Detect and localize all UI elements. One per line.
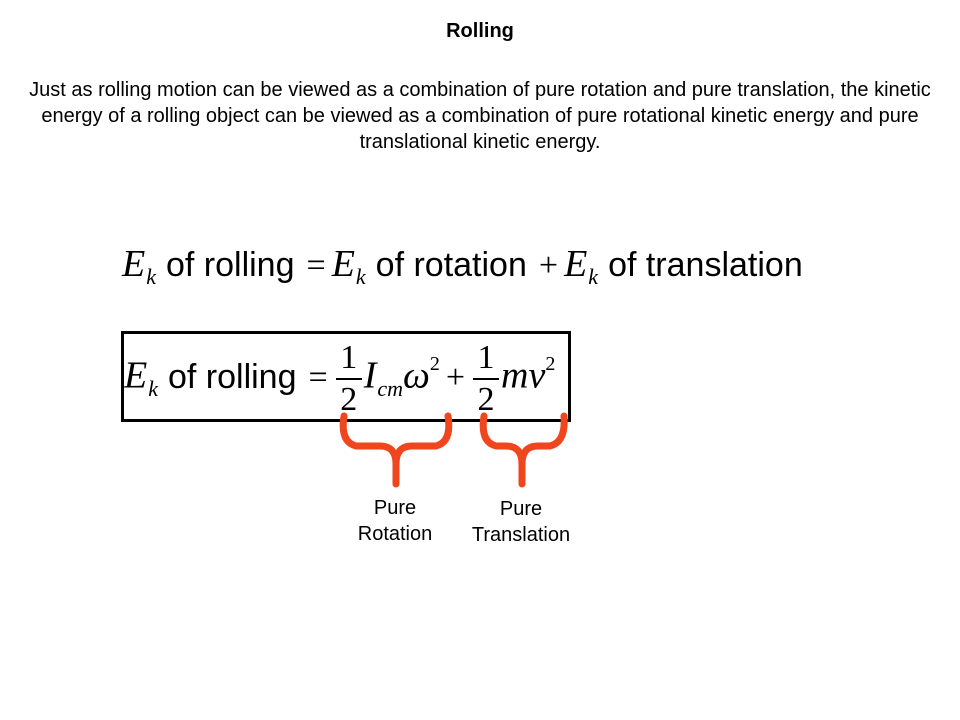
energy-subscript: k	[148, 375, 158, 401]
mass-velocity-symbol: mv	[501, 354, 546, 397]
rotation-text: of rotation	[375, 246, 527, 284]
fraction-numerator: 1	[477, 339, 495, 376]
rotation-brace-icon	[339, 412, 453, 488]
fraction-numerator: 1	[340, 339, 358, 376]
intro-paragraph: Just as rolling motion can be viewed as …	[29, 79, 931, 153]
inertia-subscript: cm	[377, 375, 403, 401]
equals-sign: =	[306, 247, 326, 284]
label-line-1: Pure	[499, 498, 543, 520]
energy-subscript: k	[146, 264, 156, 289]
equals-sign: =	[308, 358, 328, 396]
omega-exponent: 2	[429, 352, 440, 375]
energy-symbol: E	[331, 243, 355, 285]
rolling-text: of rolling	[167, 357, 297, 396]
energy-symbol: E	[564, 243, 588, 285]
label-line-1: Pure	[373, 497, 417, 519]
rolling-text: of rolling	[165, 246, 295, 284]
translation-text: of translation	[608, 246, 803, 284]
slide-title: Rolling	[446, 20, 514, 42]
energy-symbol: E	[124, 354, 148, 397]
pure-translation-label: Pure Translation	[456, 496, 586, 548]
omega-symbol: ω	[403, 354, 430, 397]
energy-symbol: E	[122, 243, 146, 285]
fraction-denominator: 2	[477, 380, 495, 418]
fraction-denominator: 2	[340, 380, 358, 418]
plus-sign: +	[445, 358, 466, 396]
plus-sign: +	[538, 247, 559, 284]
fraction-bar	[335, 377, 362, 380]
energy-subscript: k	[355, 264, 366, 289]
label-line-2: Translation	[471, 524, 571, 546]
fraction-bar	[473, 377, 500, 380]
inertia-symbol: I	[363, 354, 377, 397]
pure-rotation-label: Pure Rotation	[340, 495, 450, 547]
energy-subscript: k	[588, 264, 599, 289]
translation-brace-icon	[479, 412, 568, 488]
velocity-exponent: 2	[545, 352, 556, 375]
label-line-2: Rotation	[357, 523, 433, 545]
